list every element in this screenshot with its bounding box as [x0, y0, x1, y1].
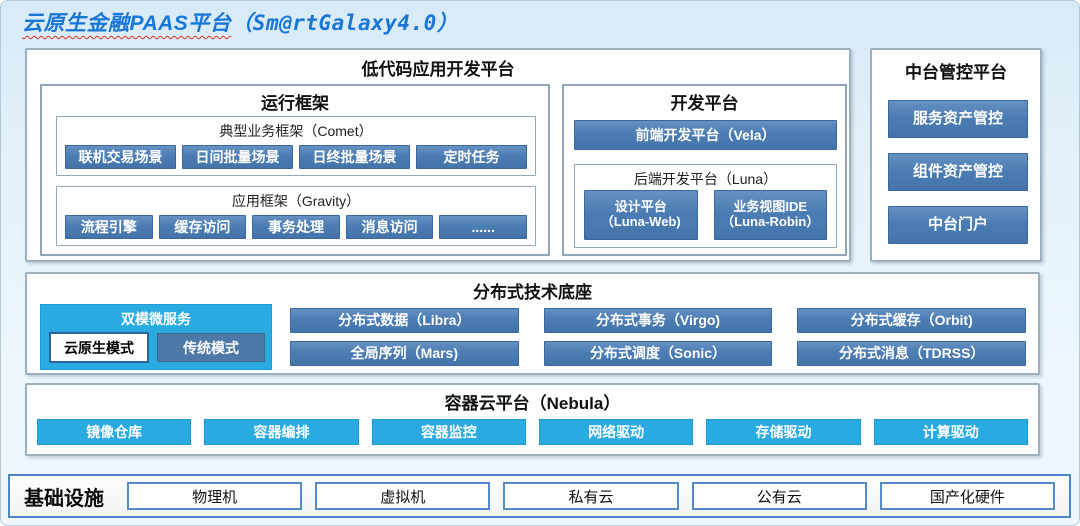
block-online-transaction: 联机交易场景 — [65, 145, 176, 169]
container-cloud-title: 容器云平台（Nebula） — [444, 394, 621, 413]
block-storage-driver: 存储驱动 — [706, 419, 861, 445]
block-distributed-data-libra: 分布式数据（Libra） — [290, 308, 519, 333]
block-vela-frontend: 前端开发平台（Vela） — [574, 120, 837, 150]
block-eod-batch: 日终批量场景 — [299, 145, 410, 169]
gravity-button-row: 流程引擎 缓存访问 事务处理 消息访问 ...... — [65, 215, 527, 239]
block-private-cloud: 私有云 — [503, 482, 679, 510]
block-cloud-native-mode: 云原生模式 — [49, 332, 149, 363]
block-middle-platform-portal: 中台门户 — [888, 206, 1028, 244]
comet-box: 典型业务框架（Comet） 联机交易场景 日间批量场景 日终批量场景 定时任务 — [56, 116, 536, 176]
distributed-grid-col-3: 分布式缓存（Orbit) 分布式消息（TDRSS） — [797, 308, 1027, 366]
block-service-asset-mgmt: 服务资产管控 — [888, 100, 1028, 138]
block-luna-web: 设计平台 （Luna-Web) — [584, 190, 698, 240]
block-container-orchestration: 容器编排 — [204, 419, 359, 445]
block-global-sequence-mars: 全局序列（Mars) — [290, 341, 519, 366]
infrastructure-title: 基础设施 — [24, 487, 104, 510]
container-cloud-button-row: 镜像仓库 容器编排 容器监控 网络驱动 存储驱动 计算驱动 — [37, 419, 1028, 445]
block-luna-robin: 业务视图IDE （Luna-Robin） — [713, 190, 827, 240]
block-ellipsis: ...... — [439, 215, 527, 239]
dev-platform-title: 开发平台 — [670, 94, 739, 113]
block-network-driver: 网络驱动 — [538, 419, 694, 445]
comet-title: 典型业务框架（Comet） — [219, 123, 373, 139]
block-domestic-hardware: 国产化硬件 — [879, 482, 1056, 510]
luna-web-line1: 设计平台 — [614, 199, 667, 215]
luna-button-row: 设计平台 （Luna-Web) 业务视图IDE （Luna-Robin） — [584, 190, 827, 240]
distributed-base-panel: 分布式技术底座 双模微服务 云原生模式 传统模式 分布式数据（Libra） 全局… — [25, 272, 1040, 375]
dev-platform-box: 开发平台 前端开发平台（Vela） 后端开发平台（Luna） 设计平台 （Lun… — [562, 84, 847, 256]
middle-platform-panel: 中台管控平台 服务资产管控 组件资产管控 中台门户 — [870, 48, 1042, 262]
block-container-monitoring: 容器监控 — [371, 419, 526, 445]
block-transaction-processing: 事务处理 — [252, 215, 340, 239]
distributed-components-grid: 分布式数据（Libra） 全局序列（Mars) 分布式事务（Virgo) 分布式… — [290, 308, 1027, 366]
block-message-access: 消息访问 — [345, 215, 434, 239]
luna-robin-line1: 业务视图IDE — [733, 199, 808, 215]
dual-mode-microservice-box: 双模微服务 云原生模式 传统模式 — [40, 304, 272, 370]
page-title: 云原生金融PAAS平台（Sm@rtGalaxy4.0） — [22, 7, 458, 37]
block-distributed-cache-orbit: 分布式缓存（Orbit) — [797, 308, 1027, 333]
block-distributed-transaction-virgo: 分布式事务（Virgo) — [543, 308, 773, 333]
distributed-grid-col-2: 分布式事务（Virgo) 分布式调度（Sonic） — [543, 308, 773, 366]
block-virtual-machine: 虚拟机 — [315, 482, 491, 510]
block-distributed-message-tdrss: 分布式消息（TDRSS） — [797, 341, 1027, 366]
gravity-title: 应用框架（Gravity） — [231, 193, 361, 209]
block-image-registry: 镜像仓库 — [37, 419, 192, 445]
luna-box: 后端开发平台（Luna） 设计平台 （Luna-Web) 业务视图IDE （Lu… — [574, 164, 837, 248]
block-traditional-mode: 传统模式 — [157, 333, 265, 362]
container-cloud-panel: 容器云平台（Nebula） 镜像仓库 容器编排 容器监控 网络驱动 存储驱动 计… — [25, 383, 1040, 456]
runtime-framework-box: 运行框架 典型业务框架（Comet） 联机交易场景 日间批量场景 日终批量场景 … — [40, 84, 550, 256]
luna-robin-line2: （Luna-Robin） — [721, 214, 820, 229]
distributed-base-title: 分布式技术底座 — [473, 283, 592, 302]
infrastructure-band: 基础设施 物理机 虚拟机 私有云 公有云 国产化硬件 — [8, 474, 1071, 518]
page-title-main: 云原生金融PAAS平台 — [22, 12, 232, 35]
comet-button-row: 联机交易场景 日间批量场景 日终批量场景 定时任务 — [65, 145, 527, 169]
block-public-cloud: 公有云 — [691, 482, 867, 510]
gravity-box: 应用框架（Gravity） 流程引擎 缓存访问 事务处理 消息访问 ...... — [56, 186, 536, 246]
block-component-asset-mgmt: 组件资产管控 — [888, 153, 1028, 191]
block-physical-machine: 物理机 — [127, 482, 303, 510]
block-process-engine: 流程引擎 — [65, 215, 153, 239]
distributed-grid-col-1: 分布式数据（Libra） 全局序列（Mars) — [290, 308, 519, 366]
dual-mode-title: 双模微服务 — [121, 311, 191, 327]
block-compute-driver: 计算驱动 — [873, 419, 1028, 445]
block-daytime-batch: 日间批量场景 — [182, 145, 293, 169]
runtime-framework-title: 运行框架 — [261, 94, 329, 113]
middle-platform-title: 中台管控平台 — [905, 63, 1007, 82]
luna-title: 后端开发平台（Luna） — [633, 171, 778, 187]
block-distributed-scheduling-sonic: 分布式调度（Sonic） — [543, 341, 773, 366]
luna-web-line2: （Luna-Web) — [600, 214, 681, 229]
low-code-platform-panel: 低代码应用开发平台 运行框架 典型业务框架（Comet） 联机交易场景 日间批量… — [25, 48, 851, 262]
page-title-suffix: （Sm@rtGalaxy4.0） — [231, 11, 459, 35]
block-scheduled-task: 定时任务 — [416, 145, 527, 169]
block-cache-access: 缓存访问 — [158, 215, 247, 239]
low-code-platform-title: 低代码应用开发平台 — [361, 60, 515, 79]
